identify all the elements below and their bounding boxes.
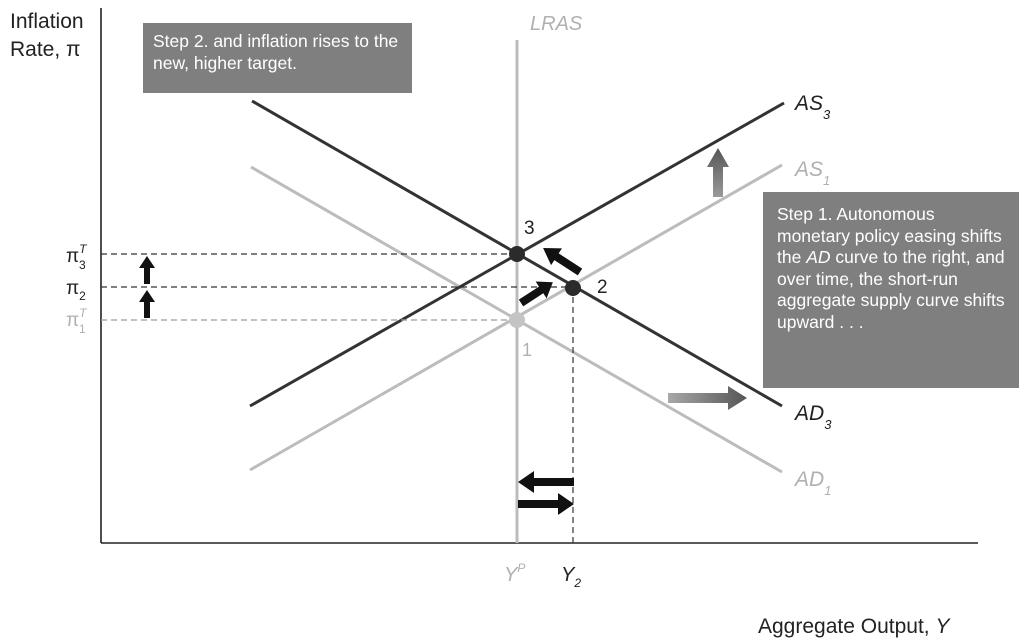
pi-up-arrow-upper: [139, 256, 155, 284]
pi2-label: π2: [66, 278, 86, 303]
step2-text: Step 2. and inflation rises to the new, …: [153, 31, 399, 73]
pi-up-arrow-lower: [139, 290, 155, 318]
step1-text-b: curve to the right, and over time, the s…: [777, 247, 1005, 332]
step1-text-a: Step 1. Autonomous monetary policy easin…: [777, 204, 1002, 267]
yp-label: YP: [504, 561, 525, 586]
point-1-label: 1: [522, 340, 532, 360]
ad1-label: AD1: [793, 468, 831, 498]
as-shift-up-arrow: [707, 148, 729, 197]
x-axis-title: Aggregate Output, Y: [758, 615, 951, 638]
point-2-label: 2: [597, 277, 608, 298]
as3-label: AS3: [793, 92, 831, 122]
arrow-2-to-3: [543, 248, 583, 276]
point-2: [565, 280, 581, 296]
point-3-label: 3: [524, 218, 535, 239]
arrow-1-to-2: [518, 281, 553, 307]
y-axis-title-line1: Inflation: [10, 10, 84, 33]
ad3-label: AD3: [793, 402, 832, 432]
y-axis-title-line2: Rate, π: [10, 38, 81, 61]
as1-label: AS1: [793, 158, 830, 188]
output-left-arrow: [518, 471, 574, 493]
output-right-arrow: [518, 493, 574, 515]
step1-text-ad: AD: [806, 247, 831, 267]
ad-shift-right-arrow: [668, 386, 747, 410]
y2-label: Y2: [561, 564, 581, 590]
step1-annotation: Step 1. Autonomous monetary policy easin…: [763, 192, 1019, 388]
point-3: [509, 246, 525, 262]
point-1: [509, 312, 525, 328]
step2-annotation: Step 2. and inflation rises to the new, …: [143, 23, 412, 93]
lras-label: LRAS: [530, 13, 583, 35]
